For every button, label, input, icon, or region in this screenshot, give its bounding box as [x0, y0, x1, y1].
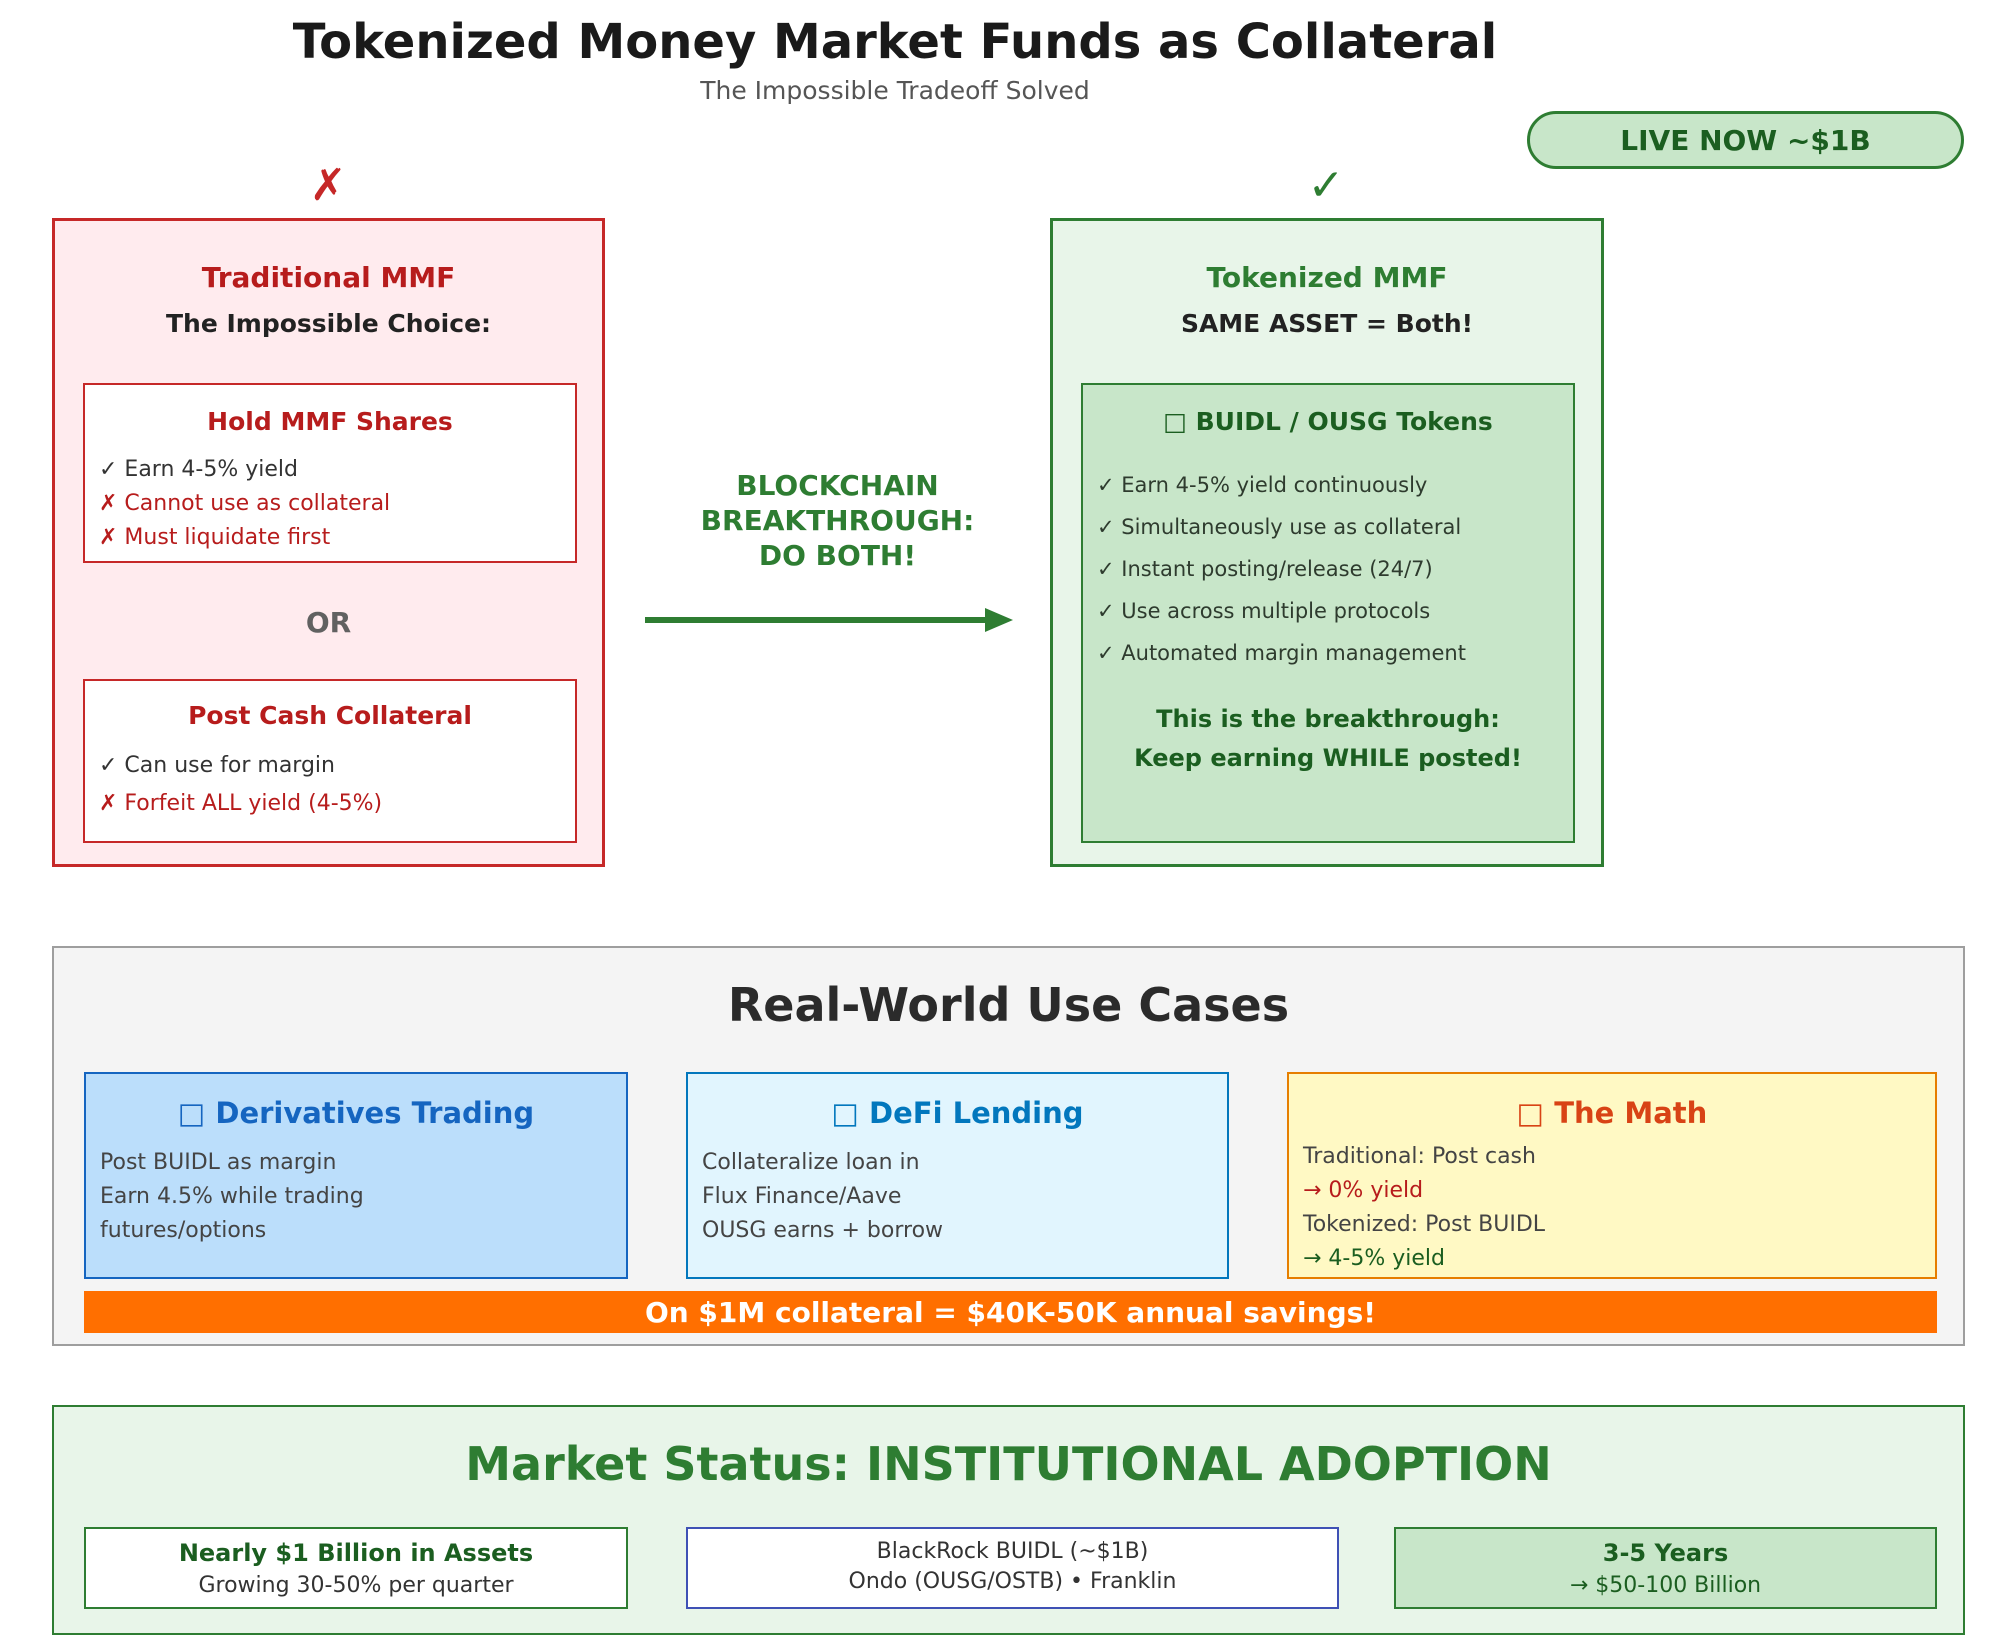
page-subtitle: The Impossible Tradeoff Solved	[700, 76, 1090, 105]
hold-line: ✓ Earn 4-5% yield	[99, 457, 298, 482]
bank-icon: □	[831, 1096, 859, 1130]
token-benefit: ✓ Earn 4-5% yield continuously	[1097, 473, 1428, 497]
cash-collateral-box: Post Cash Collateral ✓ Can use for margi…	[83, 679, 577, 843]
derivatives-box: □ Derivatives Trading Post BUIDL as marg…	[84, 1072, 628, 1279]
defi-title-text: DeFi Lending	[869, 1096, 1084, 1130]
math-title-text: The Math	[1554, 1096, 1708, 1130]
derivatives-title: □ Derivatives Trading	[86, 1096, 626, 1130]
breakthrough-label: BLOCKCHAIN BREAKTHROUGH: DO BOTH!	[630, 468, 1045, 573]
tokens-title: □ BUIDL / OUSG Tokens	[1083, 407, 1573, 436]
cash-collateral-title: Post Cash Collateral	[188, 701, 472, 730]
token-benefit: ✓ Automated margin management	[1097, 641, 1466, 665]
savings-banner: On $1M collateral = $40K-50K annual savi…	[84, 1291, 1937, 1333]
cash-line: ✗ Forfeit ALL yield (4-5%)	[99, 791, 383, 816]
tokenized-mmf-panel: Tokenized MMF SAME ASSET = Both! □ BUIDL…	[1050, 218, 1604, 867]
defi-line: OUSG earns + borrow	[702, 1218, 944, 1243]
defi-line: Flux Finance/Aave	[702, 1184, 902, 1209]
hold-line: ✗ Must liquidate first	[99, 525, 331, 550]
breakthrough-note-line: This is the breakthrough:	[1156, 705, 1500, 733]
market-players-box: BlackRock BUIDL (~$1B) Ondo (OUSG/OSTB) …	[686, 1527, 1339, 1609]
breakthrough-line: BLOCKCHAIN	[736, 469, 939, 502]
cash-line: ✓ Can use for margin	[99, 753, 335, 778]
traditional-subtitle: The Impossible Choice:	[165, 309, 492, 338]
breakthrough-note: This is the breakthrough: Keep earning W…	[1083, 700, 1573, 778]
check-icon: ✓	[1307, 160, 1345, 211]
tokenized-subtitle: SAME ASSET = Both!	[1180, 309, 1474, 338]
market-outlook-box: 3-5 Years → $50-100 Billion	[1394, 1527, 1937, 1609]
market-assets-box: Nearly $1 Billion in Assets Growing 30-5…	[84, 1527, 628, 1609]
breakthrough-line: BREAKTHROUGH:	[700, 504, 975, 537]
breakthrough-note-line: Keep earning WHILE posted!	[1134, 744, 1522, 772]
use-cases-panel: Real-World Use Cases □ Derivatives Tradi…	[52, 946, 1965, 1346]
math-line: Tokenized: Post BUIDL	[1303, 1212, 1546, 1237]
derivatives-line: Post BUIDL as margin	[100, 1150, 337, 1175]
token-benefit: ✓ Instant posting/release (24/7)	[1097, 557, 1433, 581]
calculator-icon: □	[1516, 1096, 1545, 1130]
token-benefit: ✓ Use across multiple protocols	[1097, 599, 1431, 623]
market-players-line: Ondo (OUSG/OSTB) • Franklin	[848, 1569, 1177, 1594]
right-arrow-icon	[645, 608, 1013, 632]
derivatives-title-text: Derivatives Trading	[215, 1096, 535, 1130]
market-assets-detail: Growing 30-50% per quarter	[198, 1573, 514, 1598]
traditional-title: Traditional MMF	[201, 261, 456, 294]
math-box: □ The Math Traditional: Post cash → 0% y…	[1287, 1072, 1937, 1279]
market-outlook-detail: → $50-100 Billion	[1569, 1573, 1762, 1598]
breakthrough-line: DO BOTH!	[758, 539, 917, 572]
live-badge: LIVE NOW ~$1B	[1527, 111, 1964, 169]
market-status-panel: Market Status: INSTITUTIONAL ADOPTION Ne…	[52, 1405, 1965, 1635]
or-label: OR	[305, 606, 352, 639]
market-assets-headline: Nearly $1 Billion in Assets	[178, 1539, 534, 1567]
cross-icon: ✗	[309, 160, 347, 211]
derivatives-line: Earn 4.5% while trading	[100, 1184, 364, 1209]
math-line: Traditional: Post cash	[1303, 1144, 1536, 1169]
tokens-box: □ BUIDL / OUSG Tokens ✓ Earn 4-5% yield …	[1081, 383, 1575, 843]
market-outlook-headline: 3-5 Years	[1602, 1539, 1729, 1567]
derivatives-line: futures/options	[100, 1218, 267, 1243]
defi-box: □ DeFi Lending Collateralize loan in Flu…	[686, 1072, 1229, 1279]
tokens-title-text: BUIDL / OUSG Tokens	[1195, 407, 1493, 436]
market-status-title: Market Status: INSTITUTIONAL ADOPTION	[465, 1437, 1552, 1491]
math-line: → 4-5% yield	[1303, 1246, 1446, 1271]
hold-shares-box: Hold MMF Shares ✓ Earn 4-5% yield ✗ Cann…	[83, 383, 577, 563]
hold-shares-title: Hold MMF Shares	[207, 407, 453, 436]
use-cases-title: Real-World Use Cases	[727, 978, 1290, 1032]
page-title: Tokenized Money Market Funds as Collater…	[292, 14, 1498, 70]
hold-line: ✗ Cannot use as collateral	[99, 491, 391, 516]
defi-line: Collateralize loan in	[702, 1150, 920, 1175]
math-title: □ The Math	[1289, 1096, 1935, 1130]
defi-title: □ DeFi Lending	[688, 1096, 1227, 1130]
market-players-line: BlackRock BUIDL (~$1B)	[876, 1539, 1149, 1564]
math-line: → 0% yield	[1303, 1178, 1424, 1203]
token-benefit: ✓ Simultaneously use as collateral	[1097, 515, 1462, 539]
token-icon: □	[1163, 407, 1187, 436]
chart-icon: □	[177, 1096, 206, 1130]
tokenized-title: Tokenized MMF	[1206, 261, 1448, 294]
traditional-mmf-panel: Traditional MMF The Impossible Choice: H…	[52, 218, 605, 867]
